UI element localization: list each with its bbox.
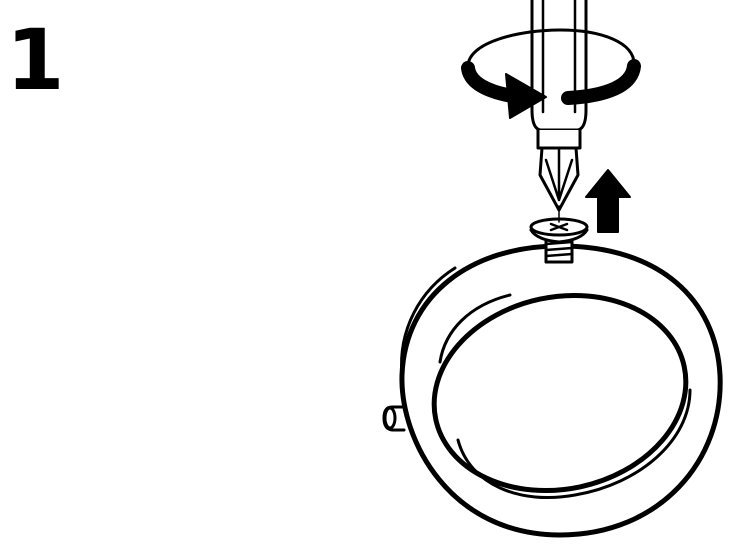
screwdriver-bit-facets	[544, 148, 574, 202]
ring-bracket-icon	[382, 243, 723, 538]
ring-inner-depth-2	[438, 293, 512, 364]
rotate-arrow-head	[505, 73, 547, 119]
up-arrow-icon	[585, 169, 631, 233]
ring-inner-rim	[431, 292, 689, 494]
ring-side	[400, 266, 457, 377]
screwdriver-handle	[530, 0, 588, 132]
ring-peg-end	[383, 406, 397, 430]
rotate-arrow-icon	[461, 28, 641, 119]
up-arrow-shape	[585, 169, 631, 233]
rotate-arrow-front-left	[461, 61, 519, 103]
screw-cross	[549, 222, 569, 232]
rotate-arrow-front-right	[561, 59, 641, 105]
ring-inner-depth	[456, 388, 692, 500]
screwdriver-ferrule	[536, 128, 582, 150]
rotate-arrow-back	[466, 28, 636, 70]
step-number: 1	[6, 11, 65, 109]
screw-icon	[529, 217, 589, 264]
screwdriver-icon	[530, 0, 588, 223]
